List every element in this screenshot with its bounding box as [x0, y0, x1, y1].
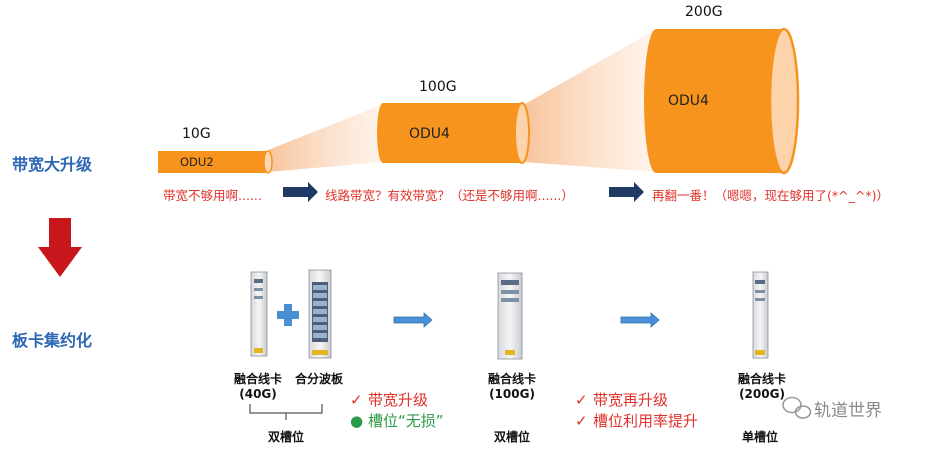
bullet-item: ✓槽位利用率提升	[575, 412, 699, 430]
arrow-right-icon	[609, 182, 644, 202]
bullet-item: ✓带宽再升级	[575, 391, 669, 409]
flare-2	[525, 30, 655, 172]
card4-rate: (200G)	[739, 387, 785, 401]
section-label-bandwidth: 带宽大升级	[12, 155, 93, 174]
arrow-down-icon	[38, 218, 82, 277]
pipe-10g-label: 10G	[182, 126, 211, 142]
line-card-200g-image	[752, 271, 769, 359]
section-label-card-integration: 板卡集约化	[12, 331, 93, 350]
card4-name: 融合线卡	[737, 372, 786, 386]
line-card-100g-image	[497, 272, 523, 360]
dot-icon: ●	[350, 412, 364, 430]
card3-name: 融合线卡	[487, 372, 536, 386]
arrow-right-icon	[620, 312, 660, 328]
pipe-200g-inner: ODU4	[668, 93, 709, 109]
arrow-right-icon	[393, 312, 433, 328]
card1-caption: 融合线卡 (40G)	[228, 372, 288, 402]
check-icon: ✓	[575, 391, 588, 409]
pipe-100g-label: 100G	[419, 79, 457, 95]
arrow-right-icon	[283, 182, 318, 202]
card2-caption: 合分波板	[294, 372, 343, 386]
pipe-10g	[158, 150, 273, 174]
check-icon: ✓	[350, 391, 363, 409]
mux-board-image	[308, 269, 332, 359]
slot-caption-double-2: 双槽位	[494, 430, 531, 444]
pipe-100g-inner: ODU4	[409, 126, 450, 142]
card3-caption: 融合线卡 (100G)	[482, 372, 542, 402]
pipe-200g	[644, 27, 800, 175]
slot-caption-double-1: 双槽位	[268, 430, 305, 444]
pipe-10g-inner: ODU2	[180, 155, 214, 169]
plus-icon	[277, 304, 299, 326]
card1-rate: (40G)	[239, 387, 277, 401]
card4-caption: 融合线卡 (200G)	[732, 372, 792, 402]
caption-1: 带宽不够用啊......	[163, 188, 262, 203]
watermark-text: 轨道世界	[814, 401, 882, 421]
card1-name: 融合线卡	[233, 372, 282, 386]
line-card-40g-image	[250, 271, 268, 357]
caption-3: 再翻一番！（嗯嗯，现在够用了(*^_^*)）	[652, 188, 889, 203]
group-bracket	[249, 404, 323, 420]
check-icon: ✓	[575, 412, 588, 430]
slot-caption-single: 单槽位	[742, 430, 779, 444]
pipe-200g-label: 200G	[685, 4, 723, 20]
caption-2: 线路带宽？有效带宽？（还是不够用啊......）	[325, 188, 574, 203]
pipe-100g	[377, 102, 530, 164]
card3-rate: (100G)	[489, 387, 535, 401]
wechat-icon	[782, 396, 812, 419]
bullet-item: ✓带宽升级	[350, 391, 429, 409]
flare-1	[268, 104, 384, 172]
bullet-item: ●槽位“无损”	[350, 412, 444, 430]
